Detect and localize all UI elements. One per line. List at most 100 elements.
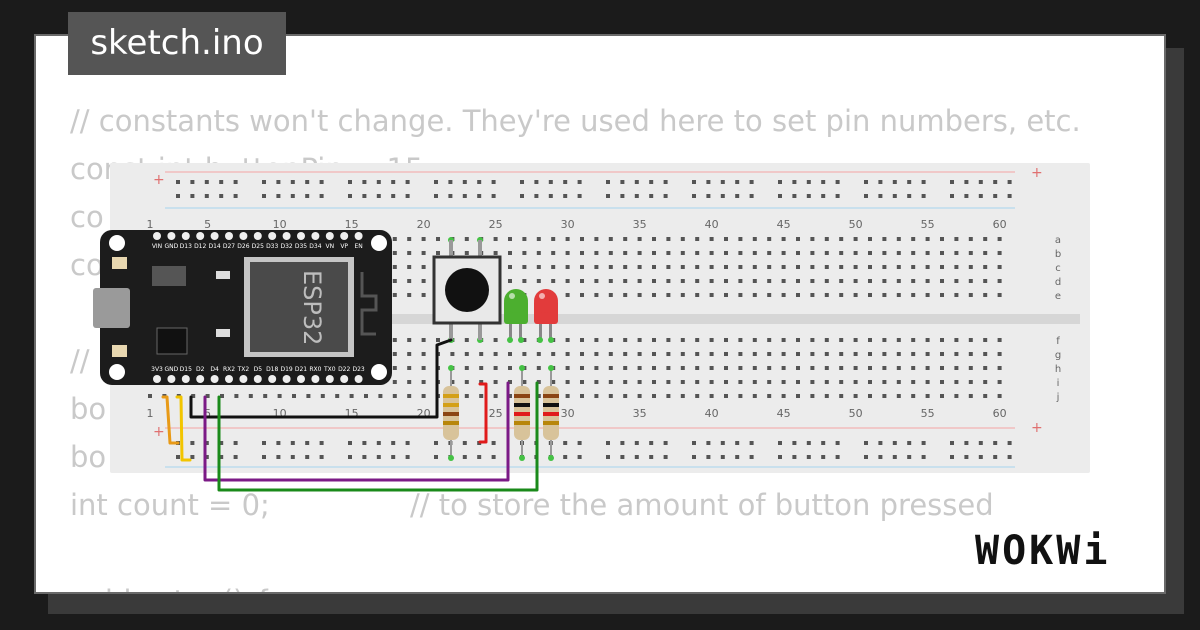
- wire-green: [217, 381, 539, 492]
- hole: [896, 380, 901, 384]
- resistor-band: [443, 403, 459, 407]
- esp32-pin-label: D35: [295, 243, 307, 250]
- hole: [940, 237, 944, 241]
- hole: [421, 366, 426, 370]
- hole: [983, 265, 988, 269]
- row-label: h: [1055, 364, 1061, 375]
- hole: [649, 455, 654, 459]
- hole: [810, 293, 815, 297]
- hole: [508, 279, 512, 283]
- hole: [925, 366, 930, 370]
- hole: [997, 394, 1002, 398]
- hole: [983, 352, 988, 356]
- hole: [551, 380, 556, 384]
- hole: [522, 251, 527, 255]
- hole: [806, 194, 811, 198]
- hole: [479, 366, 484, 370]
- hole: [709, 293, 714, 297]
- hole: [752, 380, 757, 384]
- hole: [680, 366, 685, 370]
- usb-chip: [156, 327, 188, 355]
- hole: [709, 338, 714, 342]
- esp32-pin: [354, 232, 363, 240]
- hole: [623, 380, 628, 384]
- hole: [436, 338, 440, 342]
- hole: [534, 194, 539, 198]
- hole: [940, 265, 944, 269]
- hole: [190, 180, 195, 184]
- hole: [882, 338, 887, 342]
- hole: [796, 265, 800, 269]
- hole: [464, 366, 469, 370]
- hole: [637, 251, 642, 255]
- row-label: a: [1055, 235, 1061, 246]
- button-leg: [449, 240, 453, 258]
- hole: [536, 380, 541, 384]
- hole: [806, 441, 811, 445]
- hole: [262, 441, 266, 445]
- hole: [493, 352, 498, 356]
- resistor-band: [543, 412, 559, 416]
- hole: [1007, 194, 1012, 198]
- hole: [649, 441, 654, 445]
- hole: [907, 455, 912, 459]
- hole: [853, 293, 858, 297]
- hole: [580, 265, 584, 269]
- hole: [749, 455, 754, 459]
- hole: [464, 394, 469, 398]
- hole: [565, 338, 570, 342]
- esp32-pin: [210, 375, 219, 383]
- led-leg: [509, 322, 512, 340]
- wires: [161, 338, 539, 492]
- hole: [796, 366, 800, 370]
- hole: [551, 251, 556, 255]
- hole: [306, 394, 311, 398]
- hole: [623, 366, 628, 370]
- hole: [563, 194, 568, 198]
- hole: [767, 338, 772, 342]
- esp32-pin-label: D34: [309, 243, 321, 250]
- file-tab[interactable]: sketch.ino: [68, 12, 286, 75]
- column-label: 35: [633, 218, 647, 231]
- button-leg: [478, 322, 482, 340]
- hole: [724, 279, 728, 283]
- hole: [666, 338, 671, 342]
- hole: [738, 279, 743, 283]
- hole: [536, 251, 541, 255]
- hole: [262, 180, 266, 184]
- hole: [606, 194, 610, 198]
- hole: [620, 441, 625, 445]
- hole: [853, 251, 858, 255]
- wire-yellow: [175, 395, 192, 462]
- hole: [796, 237, 800, 241]
- hole: [392, 394, 397, 398]
- resistor-band: [443, 394, 459, 398]
- hole: [695, 338, 700, 342]
- hole: [563, 455, 568, 459]
- hole: [391, 455, 396, 459]
- wire-red: [478, 382, 488, 444]
- hole: [724, 237, 728, 241]
- esp32-pin: [253, 232, 262, 240]
- hole: [968, 338, 973, 342]
- esp32-pin-label: D25: [252, 243, 264, 250]
- code-line: co: [70, 248, 104, 282]
- hole: [491, 455, 496, 459]
- hole: [551, 352, 556, 356]
- components: [432, 237, 559, 461]
- hole: [692, 441, 696, 445]
- hole: [864, 441, 868, 445]
- hole: [839, 293, 844, 297]
- hole: [204, 194, 209, 198]
- hole: [692, 194, 696, 198]
- led-leg-dot: [548, 337, 554, 343]
- hole: [450, 352, 455, 356]
- hole: [921, 180, 926, 184]
- hole: [940, 352, 944, 356]
- hole: [508, 394, 512, 398]
- hole: [594, 279, 599, 283]
- mounting-hole: [371, 235, 387, 251]
- hole: [695, 366, 700, 370]
